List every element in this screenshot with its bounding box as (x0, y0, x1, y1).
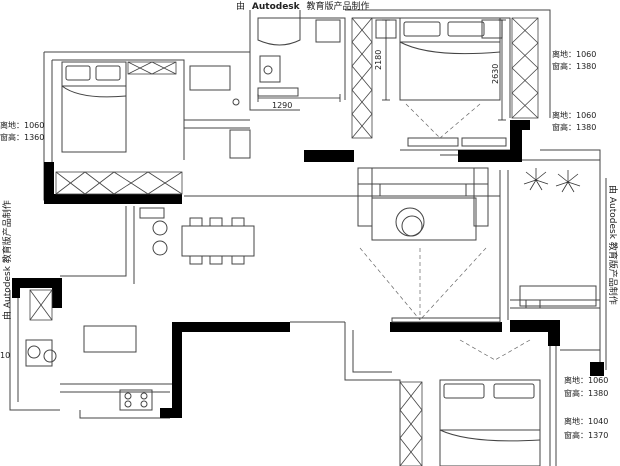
dimension-2180: 2180 (374, 50, 383, 70)
window-note-3-head: 窗高：1360 (0, 132, 44, 142)
watermark-right: 由 Autodesk 教育版产品制作 (607, 185, 619, 305)
watermark-brand: Autodesk (252, 2, 301, 12)
dimension-lines (257, 19, 506, 121)
window-note-2-sill: 离地：1060 (552, 110, 596, 120)
window-note-4-sill: 离地：1060 (564, 375, 608, 385)
watermark-prefix: 由 (236, 0, 245, 12)
window-note-5-sill: 离地：1040 (564, 416, 608, 426)
watermark-suffix: 教育版产品制作 (307, 0, 370, 12)
window-note-1-head: 窗高：1380 (552, 61, 596, 71)
window-note-2-head: 窗高：1380 (552, 122, 596, 132)
dimension-1290: 1290 (272, 101, 292, 110)
watermark-top: 由 Autodesk 教育版产品制作 (236, 0, 370, 12)
window-note-5-head: 窗高：1370 (564, 430, 608, 440)
left-edge-label: 10 (0, 351, 10, 360)
wardrobes (29, 17, 539, 466)
watermark-left: 由 Autodesk 教育版产品制作 (1, 200, 13, 320)
living-furniture (25, 17, 597, 411)
window-note-3-sill: 离地：1060 (0, 120, 44, 130)
dimension-2630: 2630 (491, 64, 500, 84)
ceiling-guides (359, 103, 531, 361)
window-note-1-sill: 离地：1060 (552, 49, 596, 59)
plant-icon (523, 168, 581, 193)
window-note-4-head: 窗高：1380 (564, 388, 608, 398)
structural-walls (12, 120, 604, 418)
